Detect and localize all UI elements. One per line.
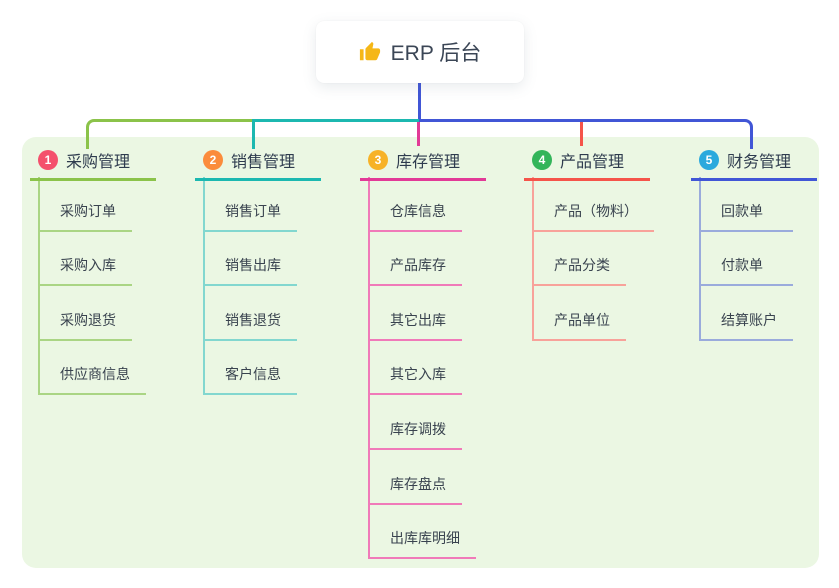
child-label[interactable]: 回款单 bbox=[701, 201, 793, 232]
child-node[interactable]: 产品单位 bbox=[534, 286, 654, 341]
branch-children-finance: 回款单 付款单 结算账户 bbox=[699, 177, 793, 341]
connector-branch-5-line bbox=[419, 119, 753, 149]
branch-title: 产品管理 bbox=[560, 154, 625, 171]
branch-header-finance[interactable]: 5 财务管理 bbox=[691, 148, 817, 181]
branch-children-purchase: 采购订单 采购入库 采购退货 供应商信息 bbox=[38, 177, 146, 396]
child-label[interactable]: 采购退货 bbox=[40, 310, 132, 341]
child-node[interactable]: 结算账户 bbox=[701, 286, 793, 341]
child-label[interactable]: 销售出库 bbox=[205, 255, 297, 287]
branch-title: 销售管理 bbox=[231, 154, 296, 171]
child-node[interactable]: 库存调拨 bbox=[370, 395, 476, 450]
branch-title: 库存管理 bbox=[396, 154, 461, 171]
child-label[interactable]: 库存盘点 bbox=[370, 474, 462, 505]
child-label[interactable]: 销售退货 bbox=[205, 310, 297, 341]
child-label[interactable]: 客户信息 bbox=[205, 364, 297, 396]
branch-header-purchase[interactable]: 1 采购管理 bbox=[30, 148, 156, 181]
child-label[interactable]: 销售订单 bbox=[205, 201, 297, 232]
child-label[interactable]: 其它出库 bbox=[370, 310, 462, 341]
connector-branch-4-line bbox=[580, 122, 583, 146]
child-node[interactable]: 产品分类 bbox=[534, 232, 654, 287]
child-node[interactable]: 库存盘点 bbox=[370, 450, 476, 505]
child-node[interactable]: 客户信息 bbox=[205, 341, 297, 396]
root-label: ERP 后台 bbox=[390, 42, 482, 65]
child-node[interactable]: 产品（物料） bbox=[534, 177, 654, 232]
connector-branch-1-line bbox=[86, 119, 255, 149]
branch-header-sales[interactable]: 2 销售管理 bbox=[195, 148, 321, 181]
child-node[interactable]: 其它出库 bbox=[370, 286, 476, 341]
child-label[interactable]: 采购订单 bbox=[40, 201, 132, 232]
child-node[interactable]: 采购订单 bbox=[40, 177, 146, 232]
child-node[interactable]: 付款单 bbox=[701, 232, 793, 287]
branch-badge-5: 5 bbox=[699, 150, 719, 170]
branch-badge-2: 2 bbox=[203, 150, 223, 170]
branch-badge-3: 3 bbox=[368, 150, 388, 170]
child-node[interactable]: 仓库信息 bbox=[370, 177, 476, 232]
child-label[interactable]: 采购入库 bbox=[40, 255, 132, 287]
child-label[interactable]: 产品（物料） bbox=[534, 201, 654, 232]
branch-badge-1: 1 bbox=[38, 150, 58, 170]
canvas-panel bbox=[22, 137, 819, 568]
child-label[interactable]: 付款单 bbox=[701, 255, 793, 287]
child-label[interactable]: 产品单位 bbox=[534, 310, 626, 341]
child-node[interactable]: 采购退货 bbox=[40, 286, 146, 341]
child-node[interactable]: 供应商信息 bbox=[40, 341, 146, 396]
child-label[interactable]: 其它入库 bbox=[370, 364, 462, 396]
root-stem-line bbox=[418, 82, 421, 120]
child-node[interactable]: 回款单 bbox=[701, 177, 793, 232]
connector-branch-2-line bbox=[252, 119, 422, 149]
child-label[interactable]: 出库库明细 bbox=[370, 528, 476, 560]
child-node[interactable]: 销售退货 bbox=[205, 286, 297, 341]
child-node[interactable]: 销售出库 bbox=[205, 232, 297, 287]
branch-header-product[interactable]: 4 产品管理 bbox=[524, 148, 650, 181]
child-label[interactable]: 产品库存 bbox=[370, 255, 462, 287]
branch-children-product: 产品（物料） 产品分类 产品单位 bbox=[532, 177, 654, 341]
branch-header-inventory[interactable]: 3 库存管理 bbox=[360, 148, 486, 181]
branch-title: 财务管理 bbox=[727, 154, 792, 171]
child-label[interactable]: 供应商信息 bbox=[40, 364, 146, 396]
child-node[interactable]: 采购入库 bbox=[40, 232, 146, 287]
branch-children-sales: 销售订单 销售出库 销售退货 客户信息 bbox=[203, 177, 297, 396]
thumbs-up-icon bbox=[359, 41, 380, 61]
child-node[interactable]: 销售订单 bbox=[205, 177, 297, 232]
child-node[interactable]: 出库库明细 bbox=[370, 505, 476, 560]
branch-badge-4: 4 bbox=[532, 150, 552, 170]
child-label[interactable]: 库存调拨 bbox=[370, 419, 462, 450]
child-label[interactable]: 仓库信息 bbox=[370, 201, 462, 232]
child-node[interactable]: 产品库存 bbox=[370, 232, 476, 287]
root-node[interactable]: ERP 后台 bbox=[316, 21, 524, 83]
child-node[interactable]: 其它入库 bbox=[370, 341, 476, 396]
child-label[interactable]: 产品分类 bbox=[534, 255, 626, 287]
connector-branch-3-line bbox=[417, 122, 420, 146]
branch-title: 采购管理 bbox=[66, 154, 131, 171]
child-label[interactable]: 结算账户 bbox=[701, 310, 793, 341]
branch-children-inventory: 仓库信息 产品库存 其它出库 其它入库 库存调拨 库存盘点 出库库明细 bbox=[368, 177, 476, 560]
